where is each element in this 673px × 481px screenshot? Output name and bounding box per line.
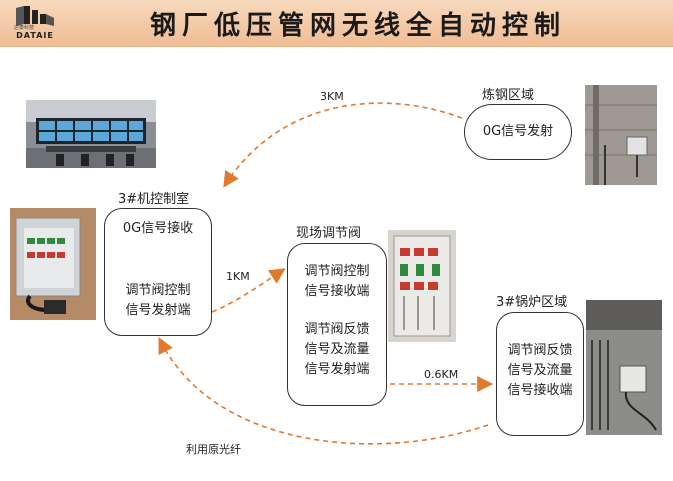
boiler-area-photo: [586, 300, 662, 435]
dist-control-valve: 1KM: [226, 270, 250, 283]
control-line-3: 调节阀控制: [125, 283, 191, 298]
box-smelting: 0G信号发射: [464, 104, 572, 160]
dataie-logo-icon: [16, 6, 54, 26]
dist-smelting-control: 3KM: [320, 90, 344, 103]
smelting-area-photo: [585, 85, 657, 185]
box-boiler: 调节阀反馈 信号及流量 信号接收端: [496, 312, 584, 436]
valve-cabinet-photo: [388, 230, 456, 342]
control-spacer: [105, 239, 211, 281]
valve-line-5: 信号及流量: [304, 342, 370, 357]
dist-boiler-control: 利用原光纤: [186, 443, 241, 456]
arrow-smelting-to-control: [223, 102, 463, 188]
control-room-photo: [26, 100, 156, 168]
control-cabinet-photo: [10, 208, 96, 320]
box-valve: 调节阀控制 信号接收端 调节阀反馈 信号及流量 信号发射端: [287, 243, 387, 406]
arrow-boiler-to-control: [158, 337, 489, 445]
label-control-room: 3#机控制室: [118, 192, 190, 207]
page-title: 钢厂低压管网无线全自动控制: [150, 11, 567, 41]
boiler-line-3: 信号接收端: [507, 383, 573, 398]
valve-spacer: [288, 302, 386, 320]
box-control-room: 0G信号接收 调节阀控制 信号发射端: [104, 208, 212, 336]
logo-text: DATAIE: [16, 31, 54, 40]
dist-valve-boiler: 0.6KM: [424, 368, 459, 381]
boiler-line-2: 信号及流量: [507, 363, 573, 378]
valve-line-4: 调节阀反馈: [304, 322, 370, 337]
valve-line-6: 信号发射端: [304, 362, 370, 377]
control-line-1: 0G信号接收: [122, 221, 194, 236]
label-valve: 现场调节阀: [296, 226, 362, 241]
label-boiler: 3#锅炉区域: [496, 295, 568, 310]
boiler-line-1: 调节阀反馈: [507, 343, 573, 358]
smelting-line-1: 0G信号发射: [482, 124, 554, 139]
label-smelting: 炼钢区域: [482, 88, 535, 103]
valve-line-1: 调节阀控制: [304, 264, 370, 279]
valve-line-2: 信号接收端: [304, 284, 370, 299]
control-line-4: 信号发射端: [125, 303, 191, 318]
arrow-control-to-valve: [211, 268, 286, 313]
logo-subtext: 达泰科技: [14, 25, 35, 31]
header-banner: 达泰科技 DATAIE 钢厂低压管网无线全自动控制: [0, 0, 673, 47]
